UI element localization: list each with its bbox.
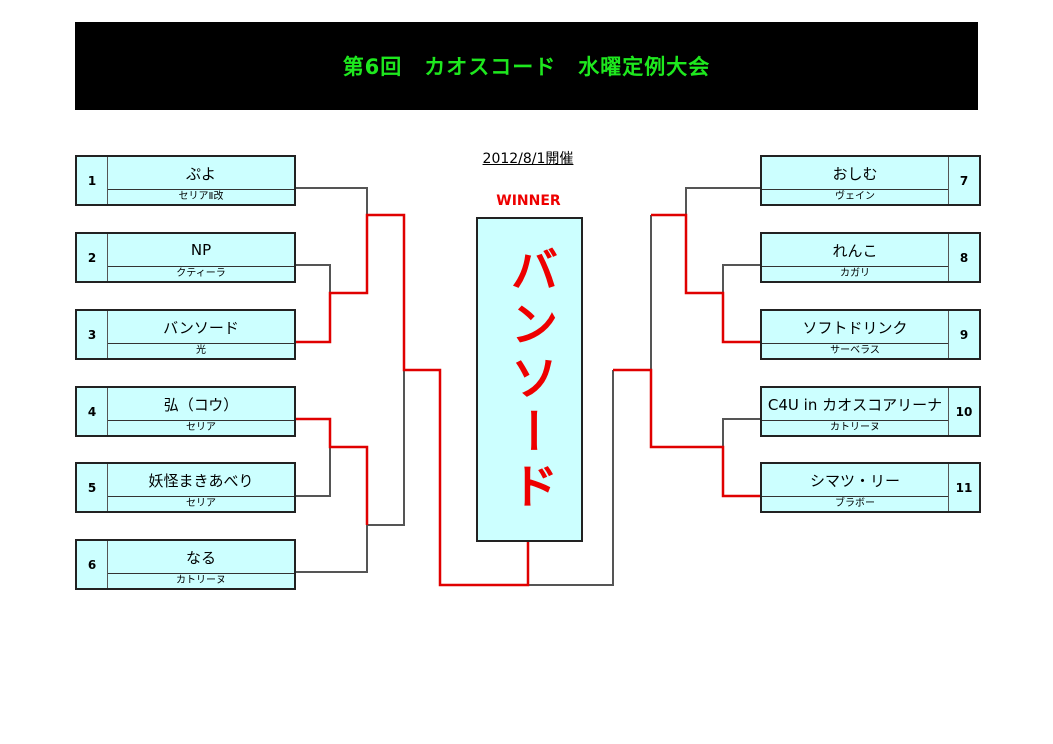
seed-number: 6 xyxy=(77,541,108,588)
team-name: ヴェイン xyxy=(835,191,875,202)
entry-names: ソフトドリンクサーベラス xyxy=(762,311,948,358)
entry-names: ぷよセリアⅡ改 xyxy=(108,157,294,204)
seed-number: 11 xyxy=(948,464,979,511)
team-name: セリアⅡ改 xyxy=(178,191,224,202)
player-name: バンソード xyxy=(108,311,294,344)
team-name: カトリーヌ xyxy=(830,422,880,433)
team-name: セリア xyxy=(186,498,216,509)
player-name: なる xyxy=(108,541,294,574)
winner-box: バンソード xyxy=(476,217,583,542)
team-name: 光 xyxy=(196,345,206,356)
entry-names: なるカトリーヌ xyxy=(108,541,294,588)
player-name: ソフトドリンク xyxy=(762,311,948,344)
team-name: サーベラス xyxy=(830,345,880,356)
team-name: セリア xyxy=(186,422,216,433)
team-name: カトリーヌ xyxy=(176,575,226,586)
player-name: おしむ xyxy=(762,157,948,190)
player-name: 弘（コウ） xyxy=(108,388,294,421)
entry-names: おしむヴェイン xyxy=(762,157,948,204)
entry-names: C4U in カオスコアリーナカトリーヌ xyxy=(762,388,948,435)
losing-lines xyxy=(294,187,760,586)
team-name: ブラボー xyxy=(835,498,875,509)
winner-label: WINNER xyxy=(496,193,561,209)
player-name: ぷよ xyxy=(108,157,294,190)
player-name: 妖怪まきあべり xyxy=(108,464,294,497)
seed-number: 3 xyxy=(77,311,108,358)
entry-names: シマツ・リーブラボー xyxy=(762,464,948,511)
player-name: NP xyxy=(108,234,294,267)
seed-number: 7 xyxy=(948,157,979,204)
entry-names: 弘（コウ）セリア xyxy=(108,388,294,435)
seed-number: 8 xyxy=(948,234,979,281)
winning-lines xyxy=(294,213,760,587)
entry-names: バンソード光 xyxy=(108,311,294,358)
seed-number: 4 xyxy=(77,388,108,435)
entry-names: 妖怪まきあべりセリア xyxy=(108,464,294,511)
team-name: クティーラ xyxy=(176,268,226,279)
winner-name: バンソード xyxy=(501,244,558,515)
player-name: れんこ xyxy=(762,234,948,267)
event-date: 2012/8/1開催 xyxy=(482,151,574,167)
seed-number: 5 xyxy=(77,464,108,511)
team-name: カガリ xyxy=(840,268,870,279)
player-name: C4U in カオスコアリーナ xyxy=(762,388,948,421)
entry-names: れんこカガリ xyxy=(762,234,948,281)
title-banner: 第6回 カオスコード 水曜定例大会 xyxy=(75,22,978,110)
seed-number: 1 xyxy=(77,157,108,204)
player-name: シマツ・リー xyxy=(762,464,948,497)
tournament-title: 第6回 カオスコード 水曜定例大会 xyxy=(342,55,711,79)
seed-number: 9 xyxy=(948,311,979,358)
seed-number: 2 xyxy=(77,234,108,281)
seed-number: 10 xyxy=(948,388,979,435)
